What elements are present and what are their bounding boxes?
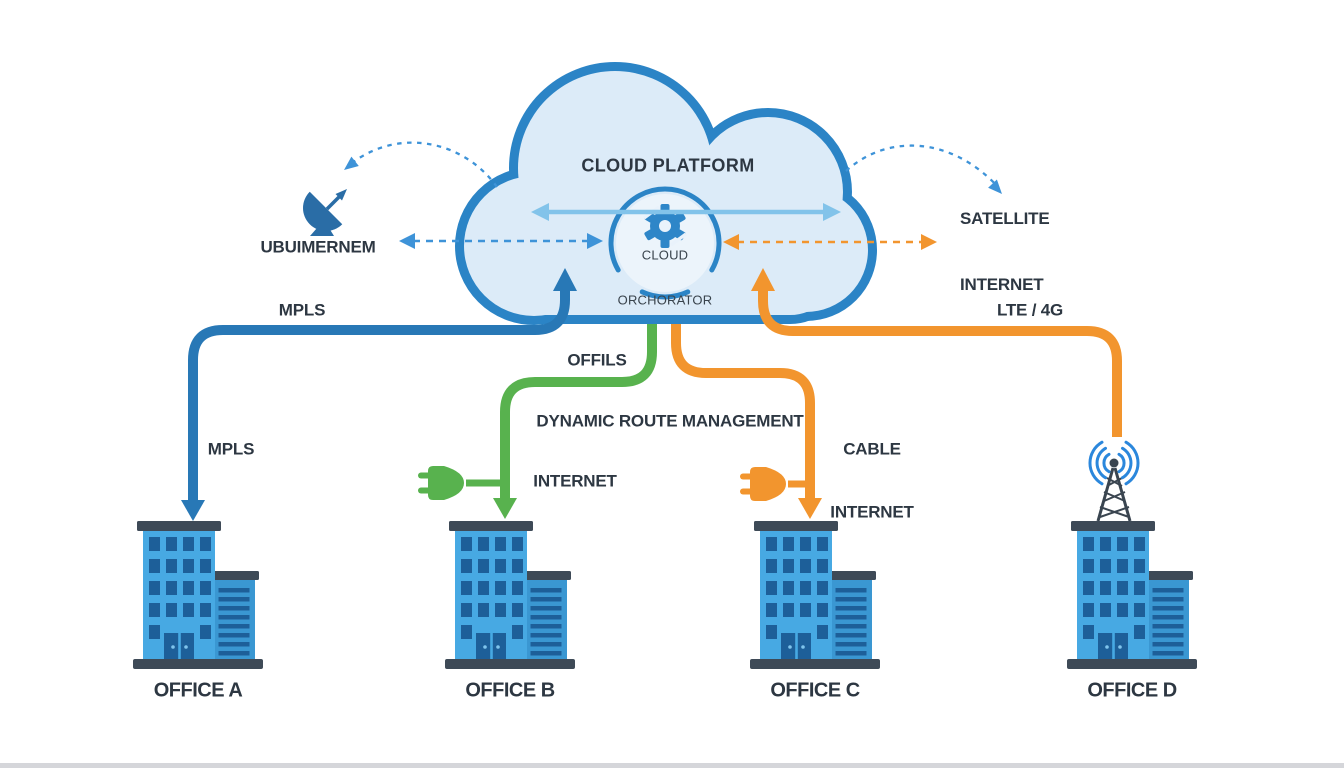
cable-internet-line2: INTERNET xyxy=(830,502,914,522)
office-b-label: OFFICE B xyxy=(465,679,555,702)
satellite-internet-line2: INTERNET xyxy=(960,275,1044,294)
office-building-a xyxy=(133,521,263,669)
satellite-dish-icon xyxy=(303,189,347,236)
office-building-b xyxy=(445,521,575,669)
orchestrator-label-line1: CLOUD xyxy=(641,247,689,263)
orchestrator-ring xyxy=(608,186,722,300)
sync-arrow xyxy=(531,203,841,221)
dashed-blue-arrows xyxy=(344,141,1002,249)
office-d-label: OFFICE D xyxy=(1087,679,1177,702)
internet-link-arrowhead xyxy=(493,498,517,519)
mpls-link-arrowheads xyxy=(181,268,577,521)
orchestrator-label: CLOUD ORCHORATOR xyxy=(618,218,713,323)
office-c-label: OFFICE C xyxy=(770,679,860,702)
mpls-trunk-label: MPLS xyxy=(278,300,326,320)
orchestrator-label-line2: ORCHORATOR xyxy=(617,292,713,308)
cell-tower-icon xyxy=(1088,440,1140,522)
gear-icon xyxy=(642,204,688,248)
office-building-d xyxy=(1067,521,1197,669)
cable-internet-line1: CABLE xyxy=(843,439,901,459)
internet-label: INTERNET xyxy=(533,471,617,491)
plug-icon-internet xyxy=(418,466,464,500)
plug-icon-cable xyxy=(740,467,786,501)
cable-link-line xyxy=(671,310,815,500)
satellite-internet-line1: SATELLITE xyxy=(960,209,1050,228)
lte-link-arrowhead xyxy=(751,268,775,291)
lte-link-line xyxy=(758,289,1122,437)
mpls-link-line xyxy=(188,289,570,502)
office-a-label: OFFICE A xyxy=(153,679,243,702)
satellite-dish-label: UBUIMERNEM xyxy=(260,237,376,257)
signal-waves-icon xyxy=(1088,440,1140,486)
cable-link-arrowhead xyxy=(798,498,822,519)
cloud-platform-label: CLOUD PLATFORM xyxy=(581,155,755,176)
mpls-drop-label: MPLS xyxy=(207,439,255,459)
bottom-divider-bar xyxy=(0,763,1344,768)
internet-link-line xyxy=(466,310,657,500)
dashed-orange-arrow xyxy=(723,234,937,250)
dynamic-route-label: DYNAMIC ROUTE MANAGEMENT xyxy=(536,411,804,431)
cable-internet-label: CABLE INTERNET xyxy=(830,397,914,544)
lte-label: LTE / 4G xyxy=(996,300,1064,320)
offils-label: OFFILS xyxy=(567,350,627,370)
satellite-internet-label: SATELLITE INTERNET xyxy=(960,164,1050,318)
